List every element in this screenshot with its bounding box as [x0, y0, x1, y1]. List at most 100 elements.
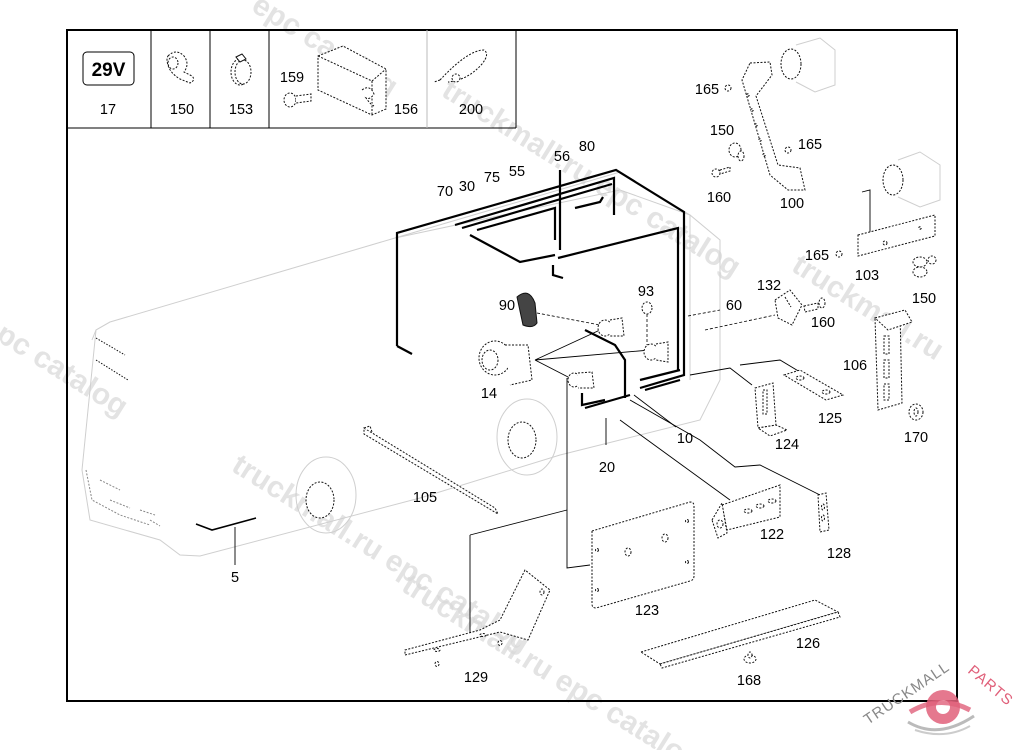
- cable-55: [469, 206, 557, 264]
- part-14-connector[interactable]: [478, 340, 533, 386]
- part-103-bracket[interactable]: [857, 214, 936, 257]
- part-123-plate[interactable]: [591, 501, 695, 609]
- callout-60[interactable]: 60: [726, 298, 742, 314]
- socket-upper[interactable]: [597, 317, 625, 337]
- part-165-nut-a[interactable]: [724, 84, 732, 92]
- callout-132[interactable]: 132: [757, 278, 781, 294]
- leader-103: [861, 189, 871, 235]
- callout-123[interactable]: 123: [635, 603, 659, 619]
- legend-ref: 200: [459, 102, 483, 118]
- part-122-bracket[interactable]: [711, 484, 781, 539]
- cable-tie-icon: [433, 49, 488, 83]
- part-124-bracket[interactable]: [754, 382, 789, 437]
- lamp-upper: [780, 37, 836, 93]
- p-clip-icon: [166, 51, 195, 84]
- legend-item-156[interactable]: 156: [317, 45, 418, 118]
- part-150-clip-upper[interactable]: [728, 142, 745, 162]
- wheel-front: [295, 456, 357, 534]
- wheel-rear: [496, 398, 558, 476]
- cable-bracket-block-icon: [317, 45, 387, 116]
- callout-160-right[interactable]: 160: [811, 315, 835, 331]
- part-150-clip-right[interactable]: [912, 255, 937, 278]
- callout-126[interactable]: 126: [796, 636, 820, 652]
- socket-lower[interactable]: [567, 371, 595, 389]
- callout-55[interactable]: 55: [509, 164, 525, 180]
- part-106-bracket[interactable]: [873, 309, 913, 411]
- legend-strip: 29V 17 150 153 159: [67, 30, 517, 129]
- part-168-washer[interactable]: [743, 651, 757, 664]
- callout-105[interactable]: 105: [413, 490, 437, 506]
- leader-128: [629, 399, 821, 496]
- cable-60-lower: [639, 368, 681, 392]
- callout-168[interactable]: 168: [737, 673, 761, 689]
- leader-60: [687, 309, 721, 317]
- part-160-bolt[interactable]: [803, 297, 826, 313]
- callout-80[interactable]: 80: [579, 139, 595, 155]
- part-160-bolt-upper[interactable]: [711, 166, 731, 178]
- callout-165-a[interactable]: 165: [695, 82, 719, 98]
- part-105-rail[interactable]: [363, 425, 500, 516]
- brand-logo: TRUCKMALL PARTS: [861, 658, 1016, 736]
- legend-ref: 150: [170, 102, 194, 118]
- legend-ref: 159: [280, 70, 304, 86]
- part-129-bracket[interactable]: [404, 569, 551, 667]
- leader-14: [534, 329, 651, 379]
- legend-item-153[interactable]: 153: [229, 53, 253, 118]
- callout-160-upper[interactable]: 160: [707, 190, 731, 206]
- callout-14[interactable]: 14: [481, 386, 497, 402]
- callout-128[interactable]: 128: [827, 546, 851, 562]
- callout-90[interactable]: 90: [499, 298, 515, 314]
- callout-150-right[interactable]: 150: [912, 291, 936, 307]
- callout-129[interactable]: 129: [464, 670, 488, 686]
- part-165-nut-b[interactable]: [784, 146, 792, 154]
- part-132-bracket[interactable]: [774, 289, 803, 326]
- legend-item-17[interactable]: 29V 17: [82, 51, 135, 118]
- callout-124[interactable]: 124: [775, 437, 799, 453]
- part-165-nut-c[interactable]: [835, 250, 843, 258]
- cable-80: [574, 196, 604, 210]
- cable-56: [551, 170, 564, 280]
- part-93-nut[interactable]: [641, 301, 653, 315]
- lamp-lower: [882, 151, 941, 208]
- callout-165-c[interactable]: 165: [805, 248, 829, 264]
- cable-70-end: [396, 345, 413, 355]
- callout-106[interactable]: 106: [843, 358, 867, 374]
- part-126-channel[interactable]: [639, 599, 841, 669]
- callout-170[interactable]: 170: [904, 430, 928, 446]
- battery-box-wiring: [394, 168, 691, 410]
- socket-middle[interactable]: [643, 341, 669, 363]
- callout-100[interactable]: 100: [780, 196, 804, 212]
- part-170-washer[interactable]: [908, 403, 924, 421]
- part-125-plate[interactable]: [782, 369, 845, 401]
- legend-item-150[interactable]: 150: [166, 51, 195, 118]
- callout-122[interactable]: 122: [760, 527, 784, 543]
- callout-10[interactable]: 10: [677, 431, 693, 447]
- leader-122: [619, 419, 731, 501]
- legend-item-200[interactable]: 200: [433, 49, 488, 118]
- callout-93[interactable]: 93: [638, 284, 654, 300]
- callout-75[interactable]: 75: [484, 170, 500, 186]
- part-128-bracket[interactable]: [817, 492, 830, 533]
- variant-badge: [82, 51, 135, 86]
- hose-clamp-icon: [230, 53, 252, 86]
- callout-5[interactable]: 5: [231, 570, 239, 586]
- leader-10: [633, 394, 677, 428]
- callout-30[interactable]: 30: [459, 179, 475, 195]
- cable-10: [584, 329, 631, 410]
- leader-123: [566, 378, 591, 569]
- callout-56[interactable]: 56: [554, 149, 570, 165]
- part-5-wire[interactable]: [195, 517, 257, 531]
- callout-165-b[interactable]: 165: [798, 137, 822, 153]
- callout-150-upper[interactable]: 150: [710, 123, 734, 139]
- leader-132: [704, 314, 776, 331]
- legend-item-159[interactable]: 159: [280, 70, 312, 108]
- callout-70[interactable]: 70: [437, 184, 453, 200]
- callout-20[interactable]: 20: [599, 460, 615, 476]
- part-100-arm[interactable]: [741, 61, 806, 191]
- cable-30: [454, 176, 616, 227]
- callout-125[interactable]: 125: [818, 411, 842, 427]
- legend-ref: 17: [100, 102, 116, 118]
- part-90-cover[interactable]: [516, 292, 538, 328]
- callout-103[interactable]: 103: [855, 268, 879, 284]
